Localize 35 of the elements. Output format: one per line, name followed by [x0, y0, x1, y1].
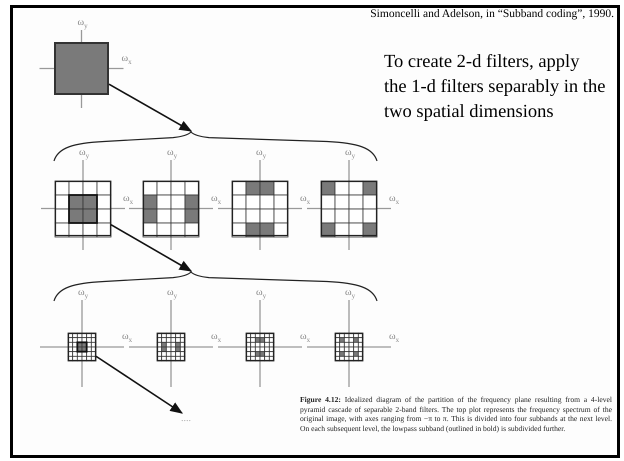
axis-label: ω$_{y}$ [167, 288, 178, 301]
citation-text: Simoncelli and Adelson, in “Subband coding”, 1990. [370, 8, 614, 20]
frequency-partition-plot [246, 333, 274, 361]
curly-brace [54, 131, 377, 161]
axis-label: ω$_{x}$ [389, 332, 400, 345]
axis-label: ω$_{y}$ [78, 18, 88, 31]
axis-label: ω$_{x}$ [211, 332, 222, 345]
axis-label: ω$_{y}$ [167, 148, 178, 161]
explanation-text: To create 2-d filters, apply the 1-d filters separably in the two spatial dimensions [384, 51, 606, 124]
axis-label: ω$_{y}$ [79, 148, 90, 161]
axis-label: ω$_{y}$ [78, 288, 88, 301]
frequency-partition-plot [321, 181, 377, 236]
axis-label: ω$_{x}$ [122, 332, 132, 345]
frequency-partition-plot [232, 181, 288, 236]
arrow [108, 84, 192, 132]
axis-label: ω$_{x}$ [211, 194, 222, 206]
frequency-partition-plot [335, 333, 363, 361]
frequency-partition-plot [157, 333, 185, 361]
axis-label: ω$_{y}$ [345, 148, 356, 161]
curly-brace [54, 271, 377, 301]
axis-label: ω$_{y}$ [256, 148, 266, 161]
axis-label: ω$_{y}$ [345, 288, 356, 301]
continuation-dots: .... [181, 413, 191, 425]
arrow [96, 356, 183, 414]
frequency-partition-plot [68, 333, 96, 361]
frequency-partition-plot [143, 181, 199, 236]
axis-label: ω$_{x}$ [300, 332, 310, 345]
spectrum-square [54, 42, 109, 95]
axis-label: ω$_{x}$ [123, 194, 134, 206]
axis-label: ω$_{x}$ [122, 54, 132, 66]
frequency-partition-plot [55, 181, 111, 236]
axis-label: ω$_{y}$ [256, 288, 266, 301]
axis-label: ω$_{x}$ [389, 194, 400, 206]
axis-label: ω$_{x}$ [300, 194, 310, 206]
arrow [110, 224, 192, 272]
